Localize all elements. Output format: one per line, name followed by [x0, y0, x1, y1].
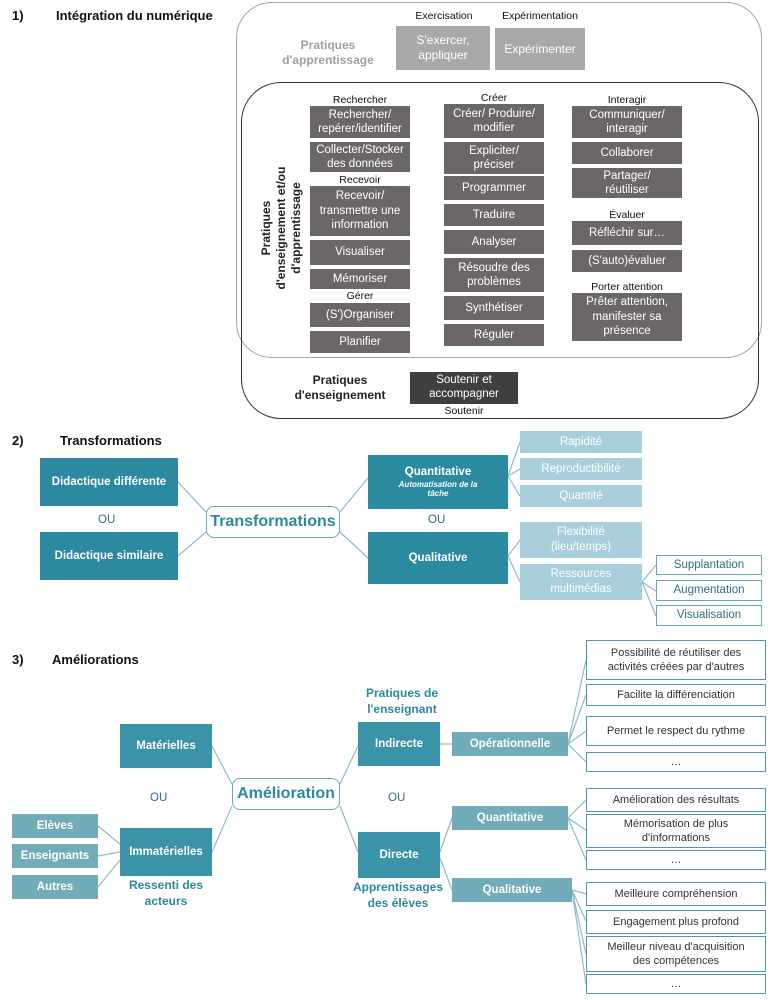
- category-interagir: Interagir: [607, 94, 647, 106]
- directe-box: Directe: [358, 832, 440, 878]
- quant-item-memorisation: Mémorisation de plus d'informations: [586, 814, 766, 848]
- or-label-left-3: OU: [150, 792, 168, 804]
- box-communiquer: Communiquer/ interagir: [572, 106, 682, 138]
- supplantation-box: Supplantation: [656, 555, 762, 575]
- or-label-right: OU: [428, 514, 446, 526]
- section3-number: 3): [12, 652, 24, 667]
- learning-practices-frame: [236, 2, 762, 358]
- box-creer: Créer/ Produire/ modifier: [444, 104, 544, 138]
- category-gerer: Gérer: [346, 290, 374, 302]
- quantitative-box: Quantitative Automatisation de la tâche: [368, 455, 508, 509]
- box-organiser: (S')Organiser: [310, 303, 410, 327]
- section2-title: Transformations: [60, 433, 162, 448]
- immaterielles-box: Immatérielles: [120, 828, 212, 876]
- box-traduire: Traduire: [444, 204, 544, 226]
- box-collecter: Collecter/Stocker des données: [310, 142, 410, 172]
- section1-title: Intégration du numérique: [56, 8, 213, 23]
- enseignants-box: Enseignants: [12, 844, 98, 868]
- autres-box: Autres: [12, 875, 98, 899]
- box-resoudre: Résoudre des problèmes: [444, 258, 544, 292]
- indirecte-box: Indirecte: [358, 722, 440, 766]
- teaching-practices-frame: [241, 82, 759, 419]
- transformations-center: Transformations: [206, 506, 340, 538]
- learning-practices-label: Pratiques d'apprentissage: [282, 38, 374, 67]
- or-label-left: OU: [98, 514, 116, 526]
- category-porter-attention: Porter attention: [591, 281, 663, 293]
- materielles-box: Matérielles: [120, 724, 212, 768]
- oper-item-differenciation: Facilite la différenciation: [586, 684, 766, 706]
- box-synthetiser: Synthétiser: [444, 296, 544, 320]
- box-programmer: Programmer: [444, 176, 544, 200]
- box-memoriser: Mémoriser: [310, 269, 410, 289]
- section1-number: 1): [12, 8, 24, 23]
- oper-item-reutiliser: Possibilité de réutiliser des activités …: [586, 640, 766, 680]
- section3-title: Améliorations: [52, 652, 139, 667]
- category-evaluer: Évaluer: [609, 209, 645, 221]
- box-recevoir: Recevoir/ transmettre une information: [310, 186, 410, 236]
- box-sautoevaluer: (S'auto)évaluer: [572, 250, 682, 272]
- box-rechercher: Rechercher/ repérer/identifier: [310, 106, 410, 138]
- experiment-box: Expérimenter: [495, 28, 585, 70]
- augmentation-box: Augmentation: [656, 580, 762, 601]
- category-creer: Créer: [480, 92, 508, 104]
- qualitative-box: Qualitative: [368, 532, 508, 584]
- qual-item-competences: Meilleur niveau d'acquisition des compét…: [586, 936, 766, 972]
- quant-item-ellipsis: …: [586, 850, 766, 870]
- flexibilite-box: Flexibilité (lieu/temps): [520, 522, 642, 558]
- category-rechercher: Rechercher: [332, 94, 388, 106]
- category-exercisation: Exercisation: [415, 10, 473, 22]
- quantitative-3-box: Quantitative: [452, 806, 568, 830]
- pratiques-enseignant-label: Pratiques de l'enseignant: [365, 686, 439, 716]
- oper-item-rythme: Permet le respect du rythme: [586, 716, 766, 746]
- category-soutenir: Soutenir: [444, 405, 484, 417]
- category-experimentation: Expérimentation: [502, 10, 578, 22]
- qualitative-3-box: Qualitative: [452, 878, 572, 902]
- exercise-box: S'exercer, appliquer: [396, 26, 490, 70]
- box-soutenir: Soutenir et accompagner: [410, 372, 518, 404]
- box-analyser: Analyser: [444, 230, 544, 254]
- amelioration-center: Amélioration: [232, 778, 340, 810]
- box-preter-attention: Prêter attention, manifester sa présence: [572, 293, 682, 341]
- teaching-practices-label: Pratiques d'enseignement: [294, 373, 386, 402]
- box-visualiser: Visualiser: [310, 240, 410, 265]
- qual-item-engagement: Engagement plus profond: [586, 910, 766, 934]
- didactique-similaire-box: Didactique similaire: [40, 532, 178, 580]
- eleves-box: Elèves: [12, 814, 98, 838]
- ressources-multimedias-box: Ressources multimédias: [520, 564, 642, 600]
- section2-number: 2): [12, 433, 24, 448]
- box-collaborer: Collaborer: [572, 142, 682, 164]
- ressenti-acteurs-label: Ressenti des acteurs: [128, 878, 204, 908]
- box-reguler: Réguler: [444, 324, 544, 346]
- qual-item-ellipsis: …: [586, 974, 766, 994]
- box-expliciter: Expliciter/ préciser: [444, 142, 544, 174]
- or-label-right-3: OU: [388, 792, 406, 804]
- quant-item-resultats: Amélioration des résultats: [586, 788, 766, 812]
- operationnelle-box: Opérationnelle: [452, 732, 568, 756]
- rapidite-box: Rapidité: [520, 431, 642, 453]
- reproductibilite-box: Reproductibilité: [520, 458, 642, 480]
- box-planifier: Planifier: [310, 331, 410, 353]
- visualisation-box: Visualisation: [656, 605, 762, 626]
- didactique-differente-box: Didactique différente: [40, 458, 178, 506]
- quantitative-subtitle: Automatisation de la tâche: [398, 480, 478, 499]
- apprentissages-eleves-label: Apprentissages des élèves: [352, 880, 444, 910]
- quantite-box: Quantité: [520, 485, 642, 507]
- quantitative-title: Quantitative: [404, 466, 472, 479]
- category-recevoir: Recevoir: [339, 174, 381, 186]
- oper-item-ellipsis: …: [586, 752, 766, 772]
- box-partager: Partager/ réutiliser: [572, 168, 682, 198]
- box-reflechir: Réfléchir sur…: [572, 221, 682, 245]
- qual-item-comprehension: Meilleure compréhension: [586, 882, 766, 906]
